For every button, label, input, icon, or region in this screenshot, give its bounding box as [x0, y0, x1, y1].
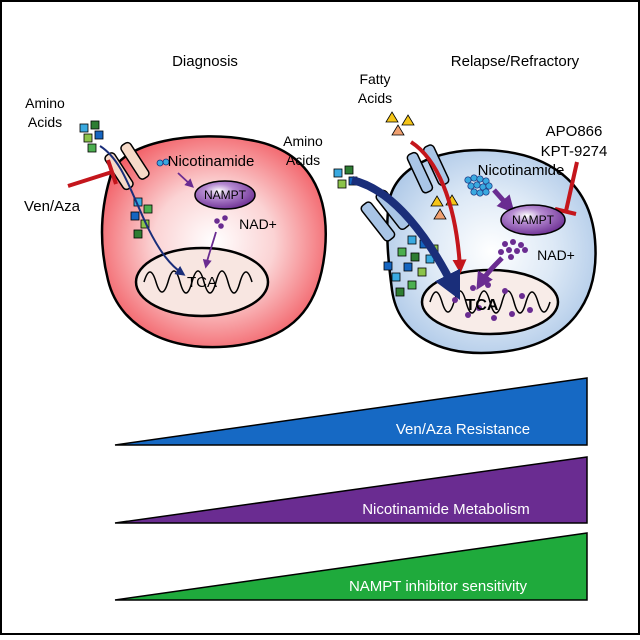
relapse-nampt [500, 204, 566, 236]
wedge-nicotinamide-label: Nicotinamide Metabolism [362, 501, 530, 518]
diagnosis-amino-arrow [99, 145, 186, 276]
relapse-tca-label: TCA [466, 297, 499, 314]
relapse-nad-arrow [476, 256, 504, 291]
wedge-nampt-label: NAMPT inhibitor sensitivity [349, 578, 528, 595]
relapse-fatty-label-1: Fatty [359, 71, 390, 87]
relapse-nicotinamide-label: Nicotinamide [478, 162, 565, 179]
diagnosis-nicotinamide-arrow [177, 172, 194, 188]
relapse-nicotinamide-arrow [492, 188, 515, 214]
relapse-amino-arrow [350, 176, 461, 301]
diagnosis-nad-label: NAD+ [239, 216, 277, 232]
diagnosis-amino-label-2: Acids [28, 114, 62, 130]
diagnosis-tca-label: TCA [187, 274, 217, 291]
relapse-amino-label-1: Amino [283, 133, 323, 149]
relapse-drug-1: APO866 [546, 123, 603, 140]
diagnosis-nad-dots [214, 215, 228, 229]
relapse-fatty-acids-inside [430, 194, 459, 220]
diagnosis-nicotinamide-label: Nicotinamide [168, 153, 255, 170]
relapse-panel: Relapse/Refractory TCA [283, 53, 608, 355]
relapse-title: Relapse/Refractory [451, 53, 580, 70]
diagnosis-inhibition-line [67, 170, 113, 188]
diagnosis-amino-acids-outside [79, 120, 104, 153]
diagnosis-nampt-label: NAMPT [204, 188, 247, 202]
diagnosis-nicotinamide-dots [156, 158, 170, 167]
diagnosis-mitochondrion [134, 246, 270, 318]
diagnosis-amino-label-1: Amino [25, 95, 65, 111]
diagnosis-nad-arrow [202, 231, 217, 269]
relapse-fatty-label-2: Acids [358, 90, 392, 106]
wedge-ven-aza-resistance: Ven/Aza Resistance [114, 377, 588, 446]
relapse-fatty-arrow [409, 140, 467, 274]
relapse-drug-2: KPT-9274 [541, 143, 608, 160]
relapse-nad-label: NAD+ [537, 247, 575, 263]
relapse-nicotinamide-dots [464, 174, 493, 197]
diagnosis-inhibitor-label: Ven/Aza [24, 198, 81, 215]
wedge-ven-aza-label: Ven/Aza Resistance [396, 421, 530, 438]
relapse-fatty-acids-outside [385, 111, 415, 136]
relapse-amino-label-2: Acids [286, 152, 320, 168]
diagnosis-inhibition-bar [106, 159, 118, 185]
relapse-inhibition-line [564, 161, 579, 212]
wedge-nampt-sensitivity: NAMPT inhibitor sensitivity [114, 532, 588, 601]
relapse-fatty-transporter [406, 144, 450, 194]
relapse-inhibition-bar [554, 207, 577, 216]
wedge-nicotinamide-metabolism: Nicotinamide Metabolism [114, 456, 588, 524]
relapse-nad-dots [498, 239, 528, 260]
diagnosis-panel: Diagnosis TCA Amino Acids [24, 53, 327, 349]
relapse-nampt-label: NAMPT [512, 213, 555, 227]
diagnosis-title: Diagnosis [172, 53, 238, 70]
diagnosis-amino-acids-inside [130, 197, 153, 239]
diagnosis-nampt [194, 180, 256, 210]
